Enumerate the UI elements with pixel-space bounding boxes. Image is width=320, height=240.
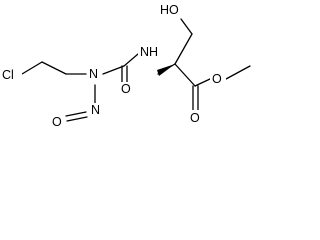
atom-label-layer: Cl N O N O NH HO O O [1, 3, 226, 130]
atom-hydroxyl: HO [160, 3, 179, 17]
atom-carbonyl-oxygen: O [121, 82, 131, 96]
bond-n-carbonyl-carbon [102, 65, 125, 75]
bond-alpha-ch2 [174, 33, 193, 65]
bond-alpha-ester-carbon [174, 63, 196, 87]
bond-c-c-ethyl [41, 61, 67, 75]
stereo-wedge [157, 64, 175, 76]
atom-ester-oxygen-double: O [190, 111, 200, 125]
atom-chlorine: Cl [2, 68, 14, 82]
bond-layer [21, 18, 251, 122]
atom-nh: NH [140, 45, 158, 59]
bond-cl-c [21, 61, 43, 75]
atom-amide-nitrogen: N [89, 67, 98, 81]
bond-ch2-oh [180, 18, 193, 35]
bond-carbonyl-nh [123, 53, 139, 67]
bond-n-o-nitroso-1 [65, 111, 87, 117]
atom-nitroso-nitrogen: N [91, 103, 100, 117]
atom-nitroso-oxygen: O [52, 115, 62, 129]
chemical-structure-diagram: Cl N O N O NH HO O O [1, 3, 251, 130]
atom-ester-oxygen-single: O [212, 72, 222, 86]
bond-ester-c-o [194, 78, 211, 87]
bond-o-methyl [225, 65, 251, 80]
bond-n-o-nitroso-2 [66, 116, 88, 122]
